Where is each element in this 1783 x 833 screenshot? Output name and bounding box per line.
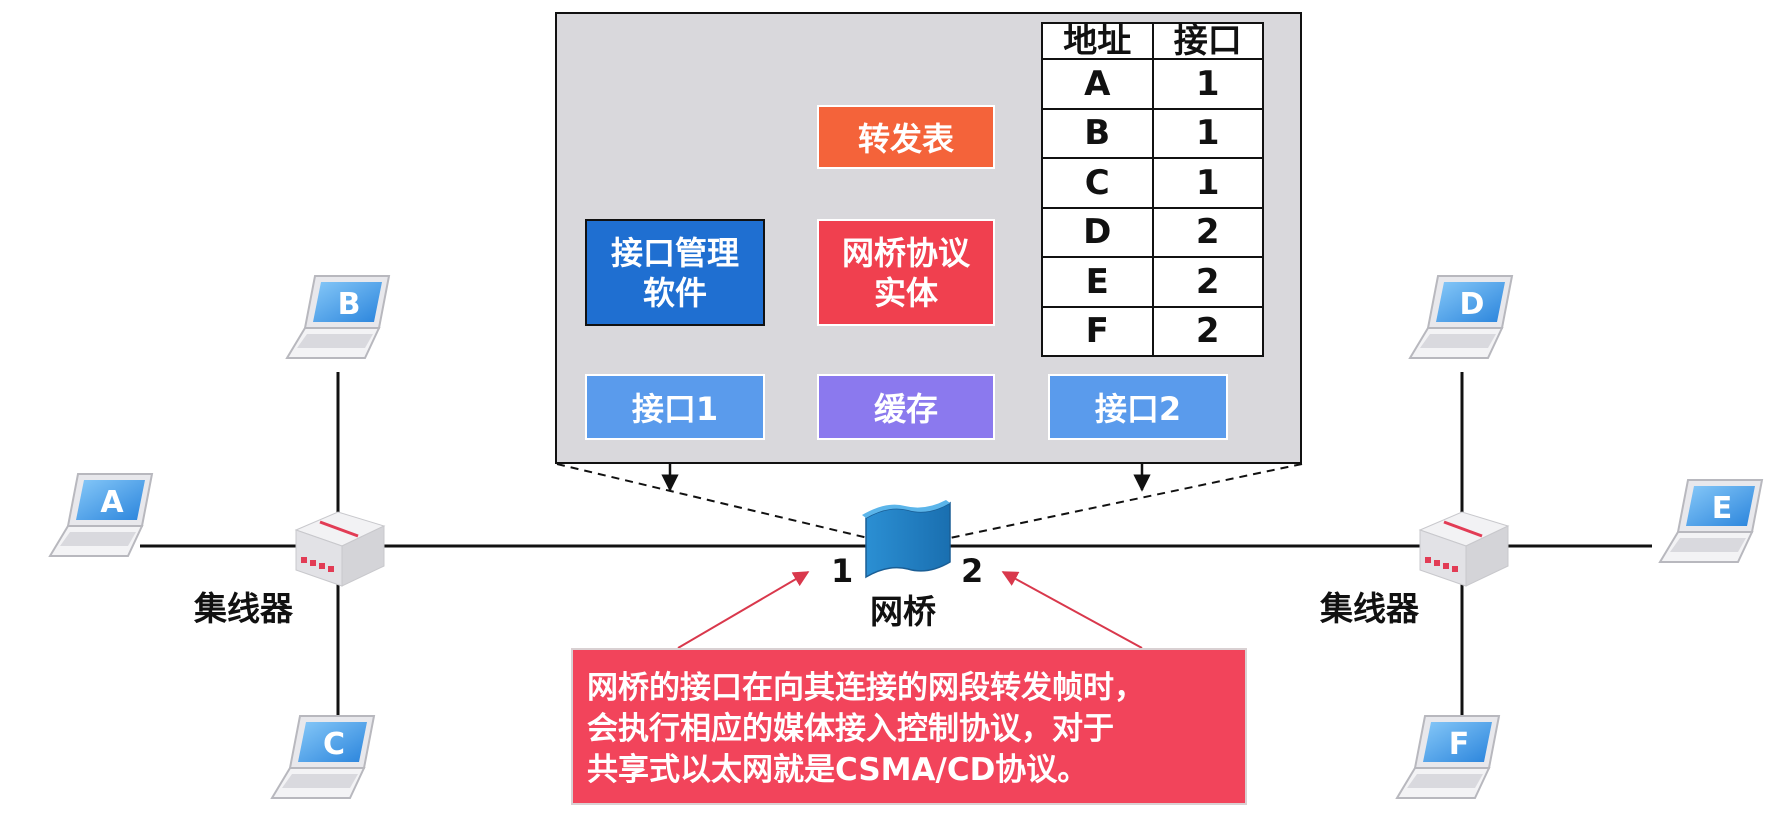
port2-label: 接口2: [1094, 390, 1182, 428]
forwarding-table-header-interface: 接口: [1151, 22, 1264, 60]
forwarding-table-header-row: 地址 接口: [1041, 22, 1264, 60]
table-cell-address: A: [1041, 58, 1154, 110]
table-row: C 1: [1041, 157, 1264, 209]
port1-label: 接口1: [631, 390, 719, 428]
bridge-icon: [862, 500, 951, 579]
table-cell-interface: 2: [1151, 305, 1264, 357]
bridge-port2-number: 2: [961, 552, 984, 590]
table-cell-interface: 2: [1151, 256, 1264, 308]
laptop-label: D: [1460, 287, 1485, 322]
laptop-icon: C: [270, 715, 376, 799]
table-cell-address: C: [1041, 157, 1154, 209]
laptop-label: E: [1712, 491, 1733, 526]
forwarding-table-label: 转发表: [857, 120, 954, 158]
callout-line3: 共享式以太网就是CSMA/CD协议。: [587, 752, 1089, 788]
zoom-line-right: [949, 463, 1303, 539]
callout-pointer-port2: [1001, 571, 1143, 649]
laptop-label: C: [323, 727, 345, 762]
forwarding-table: 地址 接口 A 1 B 1 C 1 D 2 E 2: [1041, 22, 1264, 357]
laptop-label: B: [338, 287, 361, 322]
table-cell-address: B: [1041, 107, 1154, 159]
interface-management-box: 接口管理 软件: [585, 219, 765, 326]
right-hub-icon: [1418, 511, 1510, 587]
bridge-port1-number: 1: [831, 552, 854, 590]
table-cell-interface: 1: [1151, 157, 1264, 209]
protocol-entity-label-line2: 实体: [873, 273, 938, 312]
port2-box: 接口2: [1048, 374, 1228, 440]
laptop-label: F: [1449, 727, 1470, 762]
callout-line1: 网桥的接口在向其连接的网段转发帧时，: [587, 670, 1145, 706]
protocol-entity-label-line1: 网桥协议: [841, 233, 970, 272]
callout-pointer-port1: [677, 571, 810, 649]
laptop-icon: E: [1658, 479, 1764, 563]
protocol-entity-box: 网桥协议 实体: [817, 219, 995, 326]
explanation-callout: 网桥的接口在向其连接的网段转发帧时， 会执行相应的媒体接入控制协议，对于 共享式…: [571, 648, 1247, 805]
table-cell-interface: 1: [1151, 58, 1264, 110]
bridge-label: 网桥: [870, 592, 936, 631]
table-cell-address: F: [1041, 305, 1154, 357]
right-hub-label: 集线器: [1320, 589, 1419, 628]
interface-mgmt-label-line1: 接口管理: [610, 233, 739, 272]
buffer-box: 缓存: [817, 374, 995, 440]
table-row: B 1: [1041, 107, 1264, 159]
table-row: E 2: [1041, 256, 1264, 308]
laptop-icon: D: [1408, 275, 1514, 359]
table-cell-address: E: [1041, 256, 1154, 308]
zoom-line-left: [556, 463, 869, 539]
table-cell-interface: 2: [1151, 206, 1264, 258]
table-row: A 1: [1041, 58, 1264, 110]
table-row: D 2: [1041, 206, 1264, 258]
forwarding-table-box: 转发表: [817, 105, 995, 169]
left-hub-label: 集线器: [194, 589, 293, 628]
left-hub-icon: [294, 511, 386, 587]
buffer-label: 缓存: [873, 390, 938, 428]
forwarding-table-header-address: 地址: [1041, 22, 1154, 60]
table-cell-interface: 1: [1151, 107, 1264, 159]
callout-line2: 会执行相应的媒体接入控制协议，对于: [587, 711, 1114, 747]
laptop-icon: A: [48, 473, 154, 557]
table-cell-address: D: [1041, 206, 1154, 258]
interface-mgmt-label-line2: 软件: [642, 273, 707, 312]
laptop-icon: F: [1395, 715, 1501, 799]
port1-box: 接口1: [585, 374, 765, 440]
laptop-icon: B: [285, 275, 391, 359]
table-row: F 2: [1041, 305, 1264, 357]
laptop-label: A: [100, 485, 124, 520]
